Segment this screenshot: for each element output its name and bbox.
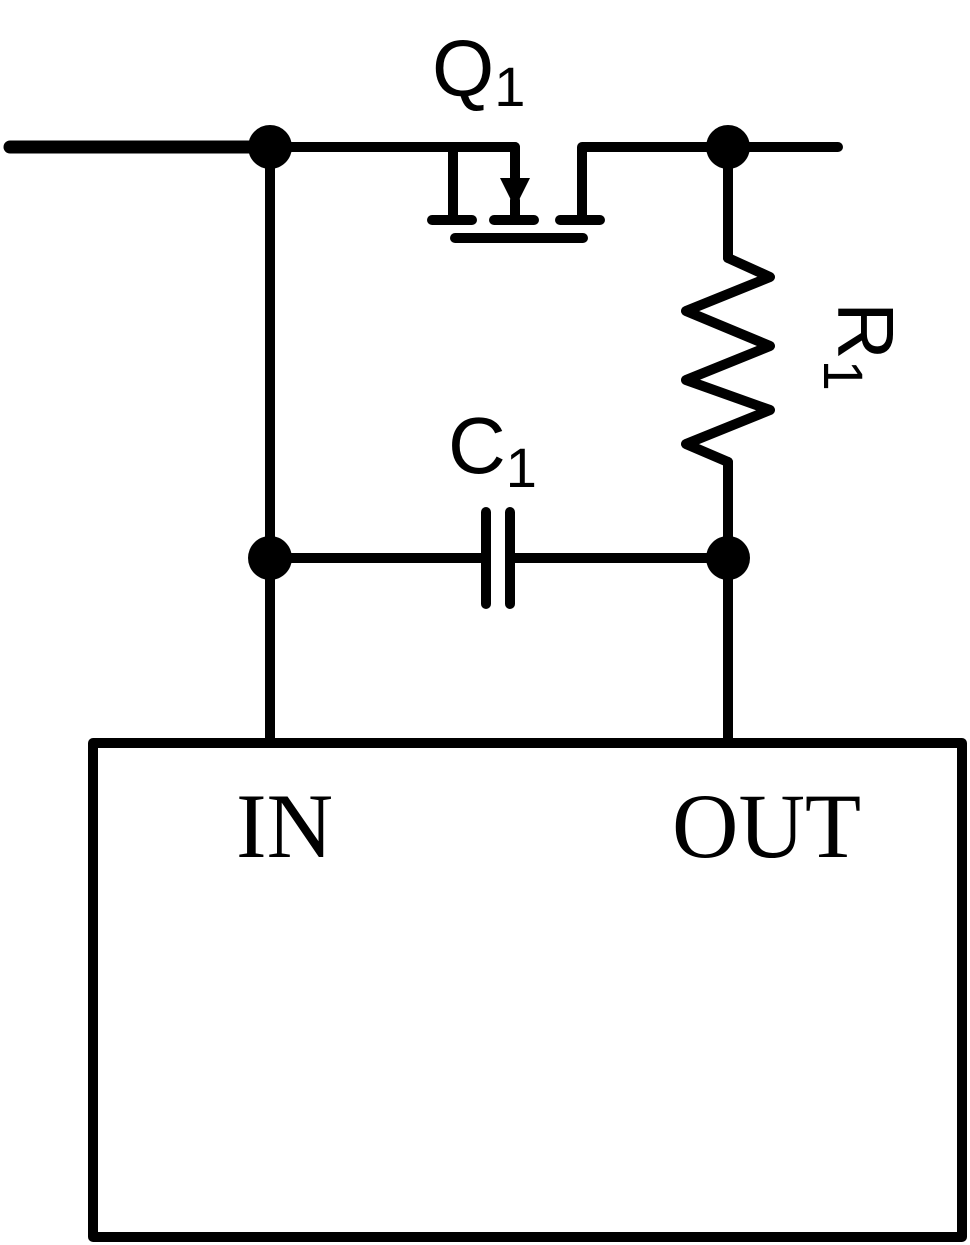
transistor-label: Q1	[432, 24, 525, 118]
transistor-label-index: 1	[494, 55, 525, 118]
transistor-arrow	[500, 178, 530, 208]
junction-input	[248, 125, 292, 169]
pin-out-label: OUT	[672, 775, 861, 877]
junction-cap-right	[706, 536, 750, 580]
resistor-label: R1	[812, 302, 910, 391]
resistor-label-letter: R	[821, 302, 910, 360]
transistor-q1	[427, 142, 605, 243]
capacitor-label: C1	[448, 401, 537, 499]
pin-in-label: IN	[236, 775, 333, 877]
transistor-label-letter: Q	[432, 24, 494, 113]
capacitor-label-letter: C	[448, 401, 506, 490]
resistor-r1	[681, 253, 775, 467]
circuit-block	[88, 738, 967, 1242]
capacitor-label-index: 1	[506, 436, 537, 499]
resistor-label-index: 1	[812, 360, 875, 391]
junction-output	[706, 125, 750, 169]
junction-cap-left	[248, 536, 292, 580]
top-rail-right	[577, 142, 843, 225]
